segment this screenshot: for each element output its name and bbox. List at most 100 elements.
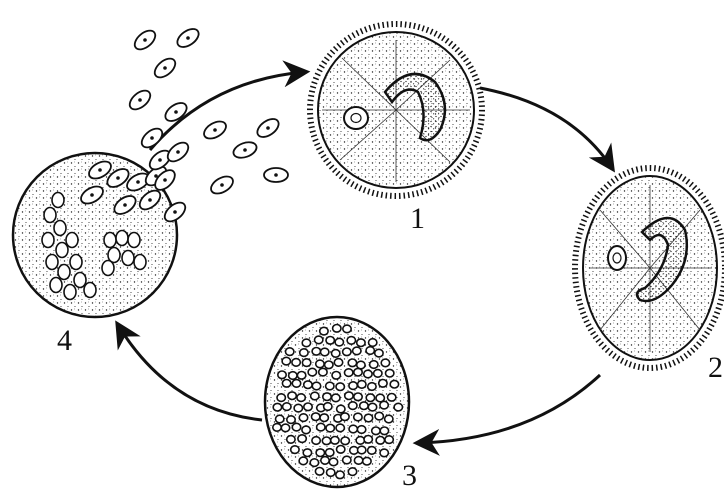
daughter-cell (273, 424, 281, 432)
daughter-cell (323, 393, 331, 401)
daughter-cell (360, 402, 368, 410)
daughter-cell (299, 457, 307, 465)
daughter-cell (281, 424, 289, 432)
daughter-cell (366, 394, 374, 402)
daughter-cell (300, 349, 308, 357)
daughter-cell (312, 437, 320, 445)
stage-3-label: 3 (402, 459, 417, 492)
daughter-cell (364, 414, 372, 422)
swarmer-nucleus (220, 183, 224, 187)
daughter-cell (322, 437, 330, 445)
daughter-cell (291, 446, 299, 454)
daughter-cell (282, 380, 290, 388)
daughter-cell (294, 404, 302, 412)
daughter-cell (348, 468, 356, 476)
swarmer-nucleus (138, 98, 142, 102)
daughter-cell (277, 394, 285, 402)
daughter-cell (297, 394, 305, 402)
daughter-cell (311, 392, 319, 400)
daughter-cell (287, 436, 295, 444)
daughter-cell (320, 327, 328, 335)
daughter-cell (327, 469, 335, 477)
daughter-cell (380, 427, 388, 435)
daughter-cell (343, 348, 351, 356)
arrow-2-to-3 (418, 375, 600, 443)
swarmer-nucleus (90, 193, 94, 197)
daughter-cell (321, 348, 329, 356)
daughter-cell (374, 370, 382, 378)
swarmer-nucleus (274, 173, 278, 177)
daughter-cell (319, 368, 327, 376)
swarmer-nucleus (163, 66, 167, 70)
swarmer-nucleus (266, 126, 270, 130)
inner-cell (56, 243, 68, 258)
daughter-cell (354, 368, 362, 376)
swarmer-nucleus (143, 38, 147, 42)
daughter-cell (336, 471, 344, 479)
daughter-cell (304, 403, 312, 411)
daughter-cell (326, 424, 334, 432)
swarmer-nucleus (158, 158, 162, 162)
daughter-cell (320, 414, 328, 422)
inner-cell (66, 233, 78, 248)
inner-cell (116, 231, 128, 246)
swarmer-nucleus (148, 198, 152, 202)
stage-2-micronucleus (608, 246, 626, 270)
swarmer-nucleus (213, 128, 217, 132)
daughter-cell (278, 371, 286, 379)
stage-1-ciliate (310, 24, 482, 196)
daughter-cell (286, 348, 294, 356)
daughter-cell (331, 437, 339, 445)
daughter-cell (353, 347, 361, 355)
stage-4-cyst (13, 25, 288, 317)
daughter-cell (368, 403, 376, 411)
daughter-cell (332, 394, 340, 402)
daughter-cell (312, 382, 320, 390)
swarmer-nucleus (174, 110, 178, 114)
daughter-cell (315, 336, 323, 344)
daughter-cell (386, 369, 394, 377)
daughter-cell (336, 424, 344, 432)
stage-2-ciliate (575, 168, 724, 368)
daughter-cell (385, 436, 393, 444)
daughter-cell (298, 435, 306, 443)
swarmer-nucleus (176, 150, 180, 154)
daughter-cell (299, 414, 307, 422)
daughter-cell (297, 372, 305, 380)
daughter-cell (287, 416, 295, 424)
daughter-cell (341, 437, 349, 445)
daughter-cell (324, 403, 332, 411)
daughter-cell (349, 402, 357, 410)
daughter-cell (385, 415, 393, 423)
inner-cell (44, 208, 56, 223)
swarmer-nucleus (98, 168, 102, 172)
daughter-cell (316, 360, 324, 368)
stage-3-cyst (265, 317, 409, 487)
inner-cell (122, 251, 134, 266)
daughter-cell (376, 437, 384, 445)
daughter-cell (358, 381, 366, 389)
daughter-cell (333, 325, 341, 333)
inner-cell (54, 221, 66, 236)
daughter-cell (335, 338, 343, 346)
daughter-cell (343, 325, 351, 333)
daughter-cell (379, 380, 387, 388)
daughter-cell (345, 392, 353, 400)
daughter-cell (329, 458, 337, 466)
swarmer-nucleus (163, 178, 167, 182)
daughter-cell (304, 381, 312, 389)
daughter-cell (349, 382, 357, 390)
daughter-cell (302, 359, 310, 367)
daughter-cell (348, 359, 356, 367)
daughter-cell (312, 413, 320, 421)
daughter-cell (273, 403, 281, 411)
daughter-cell (366, 347, 374, 355)
inner-cell (70, 255, 82, 270)
daughter-cell (349, 425, 357, 433)
inner-cell (128, 233, 140, 248)
daughter-cell (368, 383, 376, 391)
arrow-1-to-2 (480, 88, 612, 168)
daughter-cell (363, 457, 371, 465)
